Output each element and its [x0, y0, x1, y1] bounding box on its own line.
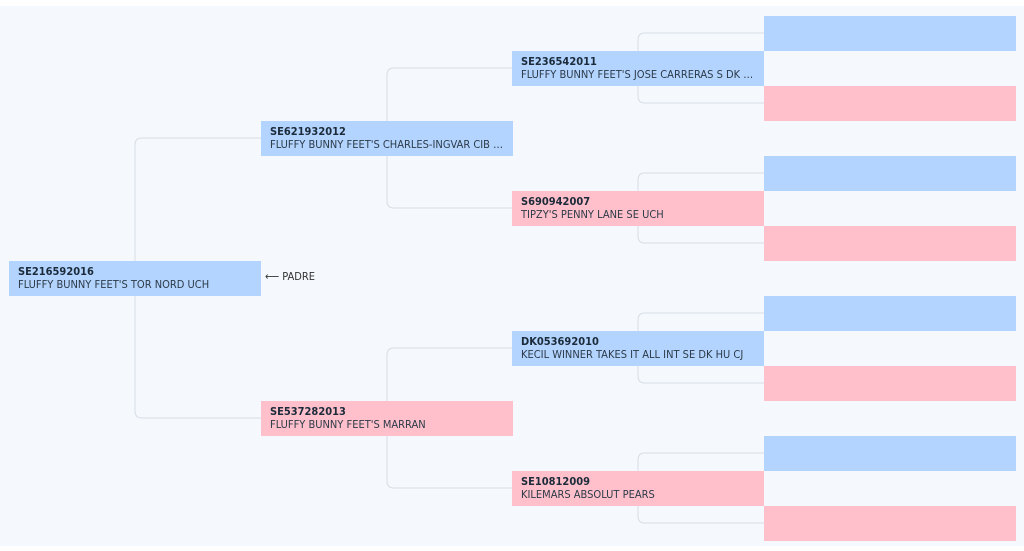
pedigree-node-sds[interactable]	[764, 155, 1016, 191]
node-reg-number: DK053692010	[521, 334, 599, 348]
node-name: FLUFFY BUNNY FEET'S TOR NORD UCH	[18, 277, 210, 291]
node-reg-number: SE10812009	[521, 474, 590, 488]
node-name: KECIL WINNER TAKES IT ALL INT SE DK HU C…	[521, 347, 744, 361]
pedigree-node-ssd[interactable]	[764, 85, 1016, 121]
arrow-left-icon: ⟵	[265, 270, 280, 283]
pedigree-node-dds[interactable]	[764, 435, 1016, 471]
node-reg-number: SE216592016	[18, 264, 94, 278]
node-name: KILEMARS ABSOLUT PEARS	[521, 487, 655, 501]
pedigree-node-dss[interactable]	[764, 295, 1016, 331]
pedigree-node-dsd[interactable]	[764, 365, 1016, 401]
node-reg-number: SE621932012	[270, 124, 346, 138]
node-reg-number: SE236542011	[521, 54, 597, 68]
pedigree-node-sss[interactable]	[764, 15, 1016, 51]
node-name: TIPZY'S PENNY LANE SE UCH	[521, 207, 664, 221]
node-reg-number: SE537282013	[270, 404, 346, 418]
node-reg-number: S690942007	[521, 194, 591, 208]
padre-label: ⟵PADRE	[265, 270, 315, 283]
pedigree-node-sdd[interactable]	[764, 225, 1016, 261]
node-name: FLUFFY BUNNY FEET'S CHARLES-INGVAR CIB S…	[270, 137, 505, 151]
pedigree-node-ddd[interactable]	[764, 505, 1016, 541]
node-name: FLUFFY BUNNY FEET'S JOSE CARRERAS S DK U…	[521, 67, 756, 81]
node-name: FLUFFY BUNNY FEET'S MARRAN	[270, 417, 426, 431]
